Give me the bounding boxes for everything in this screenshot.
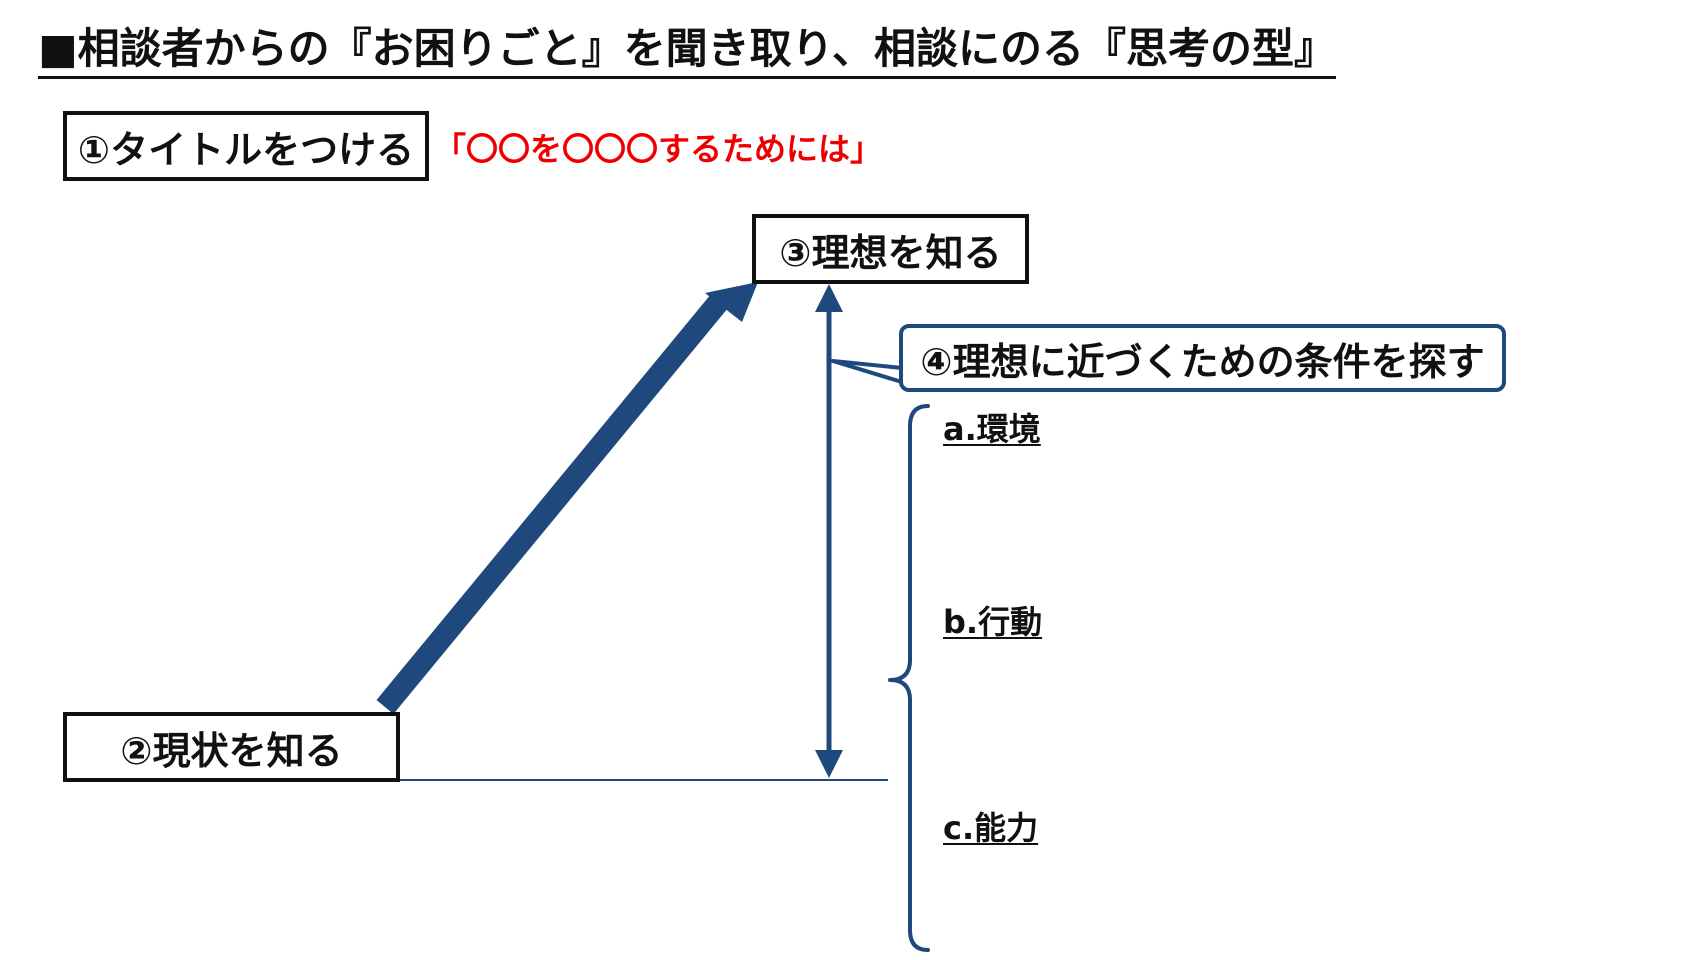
step-current-box: ②現状を知る xyxy=(63,712,400,782)
step-title-box: ①タイトルをつける xyxy=(63,111,429,181)
title-hint: 「〇〇を〇〇〇するためには」 xyxy=(434,130,883,168)
page-title: ■相談者からの『お困りごと』を聞き取り、相談にのる『思考の型』 xyxy=(38,25,1337,80)
step-conditions-callout: ④理想に近づくための条件を探す xyxy=(899,324,1506,392)
callout-pointer xyxy=(831,359,904,384)
condition-ability: c.能力 xyxy=(943,809,1039,847)
condition-action: b.行動 xyxy=(943,603,1043,641)
step-current-label: ②現状を知る xyxy=(120,728,343,773)
step-ideal-label: ③理想を知る xyxy=(779,230,1002,275)
step-conditions-label: ④理想に近づくための条件を探す xyxy=(920,339,1485,384)
conditions-brace xyxy=(888,404,930,952)
condition-environment: a.環境 xyxy=(943,410,1041,448)
gap-arrow xyxy=(815,284,843,778)
step-ideal-box: ③理想を知る xyxy=(752,214,1029,284)
progress-arrow xyxy=(376,282,758,714)
step-title-label: ①タイトルをつける xyxy=(77,127,415,172)
